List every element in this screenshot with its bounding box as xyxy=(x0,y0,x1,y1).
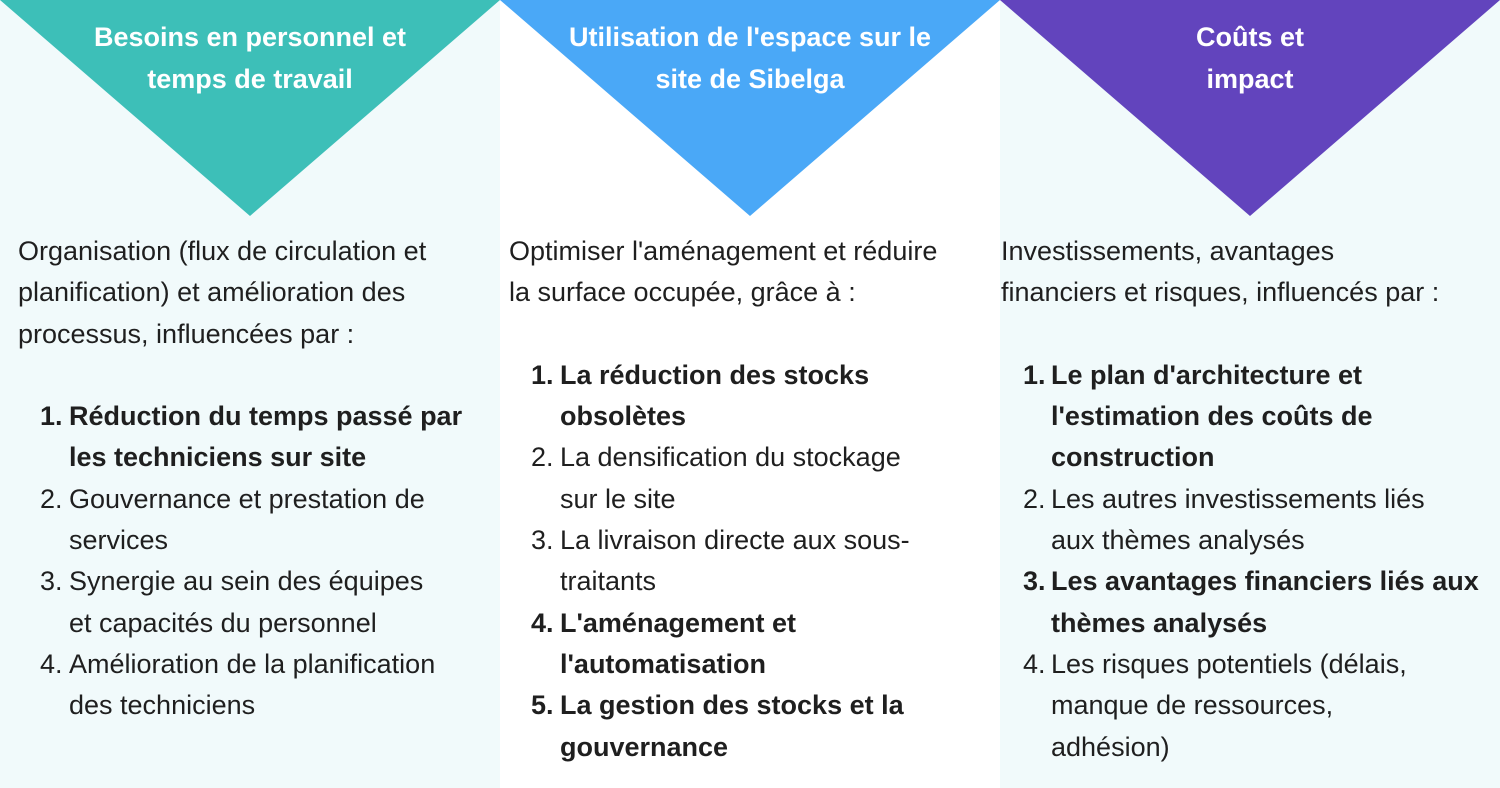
list-item-text: La livraison directe aux sous- xyxy=(560,525,910,556)
triangle-banner-shape xyxy=(1000,0,1500,216)
column-body: Organisation (flux de circulation et pla… xyxy=(18,231,498,727)
list-item-number: 4. xyxy=(40,648,63,679)
column-intro: Organisation (flux de circulation et pla… xyxy=(18,231,498,355)
list-item-number: 5. xyxy=(531,690,554,721)
list-item-number: 2. xyxy=(40,483,63,514)
list-item-text: des techniciens xyxy=(69,690,256,721)
list-item: 4. Les risques potentiels (délais, manqu… xyxy=(1001,644,1500,768)
list-item-text: adhésion) xyxy=(1051,731,1170,762)
list-item-number: 2. xyxy=(1023,483,1046,514)
intro-line: planification) et amélioration des xyxy=(18,277,406,308)
list-item-number: 1. xyxy=(1023,359,1046,390)
list-item: 1. Le plan d'architecture et l'estimatio… xyxy=(1001,355,1500,479)
list-item-text: traitants xyxy=(560,566,657,597)
column-intro: Investissements, avantages financiers et… xyxy=(1001,231,1500,314)
column-title: Coûts et impact xyxy=(1060,16,1440,100)
list-item-text: Le plan d'architecture et xyxy=(1051,359,1363,390)
list-item-number: 4. xyxy=(531,607,554,638)
column-title-line-2: temps de travail xyxy=(147,64,353,94)
factor-list: 1. La réduction des stocks obsolètes 2. … xyxy=(509,355,997,768)
list-item: 2. La densification du stockage sur le s… xyxy=(509,437,997,520)
column-body: Investissements, avantages financiers et… xyxy=(1001,231,1500,768)
column-costs-impact: Coûts et impact Investissements, avantag… xyxy=(1000,0,1500,788)
column-staffing: Besoins en personnel et temps de travail… xyxy=(0,0,500,788)
list-item: 3. La livraison directe aux sous- traita… xyxy=(509,520,997,603)
intro-line: la surface occupée, grâce à : xyxy=(509,277,856,308)
list-item: 4. L'aménagement et l'automatisation xyxy=(509,603,997,686)
list-item-text: Les avantages financiers liés aux xyxy=(1051,566,1479,597)
column-banner: Coûts et impact xyxy=(1000,0,1500,216)
list-item-text: Les risques potentiels (délais, xyxy=(1051,648,1407,679)
list-item-number: 1. xyxy=(40,401,63,432)
list-item-number: 3. xyxy=(40,566,63,597)
list-item: 1. Réduction du temps passé par les tech… xyxy=(18,396,498,479)
column-title: Besoins en personnel et temps de travail xyxy=(60,16,440,100)
column-banner: Utilisation de l'espace sur le site de S… xyxy=(500,0,1000,216)
list-item-text: La gestion des stocks et la xyxy=(560,690,904,721)
list-item-text: thèmes analysés xyxy=(1051,607,1268,638)
list-item: 2. Gouvernance et prestation de services xyxy=(18,479,498,562)
list-item: 1. La réduction des stocks obsolètes xyxy=(509,355,997,438)
column-title-line-1: Coûts et xyxy=(1196,22,1304,52)
list-item-number: 3. xyxy=(1023,566,1046,597)
factor-list: 1. Réduction du temps passé par les tech… xyxy=(18,396,498,726)
list-item-text: La densification du stockage xyxy=(560,442,901,473)
list-item-text: construction xyxy=(1051,442,1215,473)
list-item-text: manque de ressources, xyxy=(1051,690,1334,721)
list-item-text: obsolètes xyxy=(560,401,687,432)
list-item-text: sur le site xyxy=(560,483,676,514)
intro-line: processus, influencées par : xyxy=(18,318,355,349)
list-item-text: aux thèmes analysés xyxy=(1051,525,1305,556)
list-item-text: services xyxy=(69,525,169,556)
list-item: 5. La gestion des stocks et la gouvernan… xyxy=(509,685,997,768)
intro-line: Investissements, avantages xyxy=(1001,236,1335,266)
column-title-line-1: Utilisation de l'espace sur le xyxy=(568,22,932,52)
list-item: 3. Synergie au sein des équipes et capac… xyxy=(18,561,498,644)
list-item-text: Amélioration de la planification xyxy=(69,648,436,679)
triangle-banner-shape xyxy=(500,0,1000,216)
intro-line: Optimiser l'aménagement et réduire xyxy=(509,236,938,266)
column-title-line-1: Besoins en personnel et xyxy=(93,22,407,52)
column-intro: Optimiser l'aménagement et réduire la su… xyxy=(509,231,997,314)
list-item-text: Les autres investissements liés xyxy=(1051,483,1425,514)
list-item-text: les techniciens sur site xyxy=(69,442,367,473)
list-item-text: Synergie au sein des équipes xyxy=(69,566,424,597)
column-title-line-2: impact xyxy=(1206,64,1294,94)
list-item-text: Réduction du temps passé par xyxy=(69,401,463,432)
list-item-text: l'automatisation xyxy=(560,648,766,679)
list-item-number: 1. xyxy=(531,359,554,390)
triangle-banner xyxy=(500,0,1000,216)
factor-list: 1. Le plan d'architecture et l'estimatio… xyxy=(1001,355,1500,768)
list-item-text: l'estimation des coûts de xyxy=(1051,401,1373,432)
triangle-banner xyxy=(1000,0,1500,216)
list-item: 2. Les autres investissements liés aux t… xyxy=(1001,479,1500,562)
column-banner: Besoins en personnel et temps de travail xyxy=(0,0,500,216)
list-item-number: 2. xyxy=(531,442,554,473)
column-body: Optimiser l'aménagement et réduire la su… xyxy=(509,231,997,768)
column-title: Utilisation de l'espace sur le site de S… xyxy=(560,16,940,100)
list-item-number: 3. xyxy=(531,525,554,556)
list-item-text: La réduction des stocks xyxy=(560,359,870,390)
list-item-text: L'aménagement et xyxy=(560,607,796,638)
list-item-text: et capacités du personnel xyxy=(69,607,377,638)
triangle-banner-shape xyxy=(0,0,500,216)
list-item-text: gouvernance xyxy=(560,731,729,762)
list-item: 4. Amélioration de la planification des … xyxy=(18,644,498,727)
intro-line: Organisation (flux de circulation et xyxy=(18,236,427,266)
triangle-banner xyxy=(0,0,500,216)
column-space-usage: Utilisation de l'espace sur le site de S… xyxy=(500,0,1000,788)
list-item: 3. Les avantages financiers liés aux thè… xyxy=(1001,561,1500,644)
list-item-number: 4. xyxy=(1023,648,1046,679)
intro-line: financiers et risques, influencés par : xyxy=(1001,277,1440,308)
column-title-line-2: site de Sibelga xyxy=(655,64,845,94)
list-item-text: Gouvernance et prestation de xyxy=(69,483,425,514)
